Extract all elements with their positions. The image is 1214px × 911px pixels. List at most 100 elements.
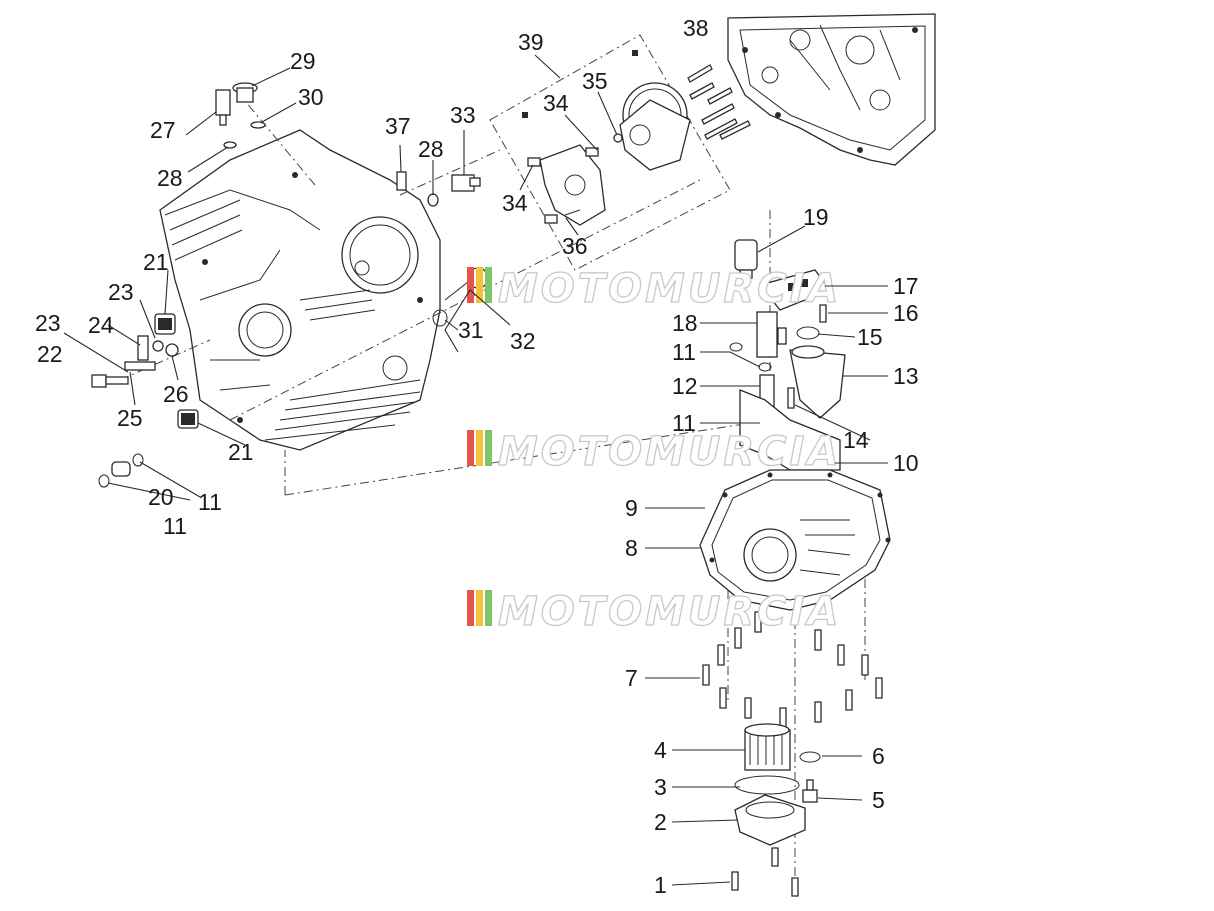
oil-pump-assembly: [522, 50, 691, 226]
washer-6: [799, 751, 821, 763]
callout-33: 33: [450, 102, 476, 128]
sleeve-20: [111, 461, 131, 477]
bolt-22: [91, 374, 129, 388]
oil-filter-4: [744, 723, 791, 771]
callout-7: 7: [625, 665, 638, 691]
callout-22: 22: [37, 341, 63, 367]
o-ring-3: [734, 775, 800, 795]
callout-8: 8: [625, 535, 638, 561]
callout-5: 5: [872, 787, 885, 813]
callout-6: 6: [872, 743, 885, 769]
callout-11-d: 11: [163, 513, 187, 539]
callout-39: 39: [518, 29, 544, 55]
callout-4: 4: [654, 737, 667, 763]
oil-strainer-13: [789, 345, 846, 419]
callout-1: 1: [654, 872, 667, 898]
watermark-stripe-green: [485, 267, 492, 303]
callout-labels: 1 2 3 4 5 6 7 8 9 10 11 11 11 11 12 13 1…: [35, 15, 919, 898]
watermark-text: MOTOMURCIA: [498, 429, 841, 475]
callout-12: 12: [672, 373, 698, 399]
callout-24: 24: [88, 312, 114, 338]
callout-2: 2: [654, 809, 667, 835]
callout-20: 20: [148, 484, 174, 510]
callout-36: 36: [562, 233, 588, 259]
watermark-stripe-yellow: [476, 267, 483, 303]
callout-13: 13: [893, 363, 919, 389]
o-ring-11-left-a: [98, 474, 110, 488]
callout-35: 35: [582, 68, 608, 94]
crankcase-left: [159, 129, 441, 451]
bolt-1b: [771, 847, 779, 867]
bolt-14: [787, 387, 795, 409]
watermark-stripe-red: [467, 267, 474, 303]
callout-17: 17: [893, 273, 919, 299]
o-ring-15: [796, 326, 820, 340]
callout-28-b: 28: [418, 136, 444, 162]
drain-plug-5: [802, 779, 818, 803]
watermark-text: MOTOMURCIA: [498, 266, 841, 312]
watermark-text: MOTOMURCIA: [498, 589, 841, 635]
washer-28-right: [427, 193, 439, 207]
callout-38: 38: [683, 15, 709, 41]
valve-body-18: [756, 311, 787, 358]
watermark-1: MOTOMURCIA: [467, 265, 841, 313]
bolt-16: [819, 304, 827, 323]
callout-10: 10: [893, 450, 919, 476]
callout-25: 25: [117, 405, 143, 431]
bolt-1c: [791, 877, 799, 897]
callout-32: 32: [510, 328, 536, 354]
callout-29: 29: [290, 48, 316, 74]
fitting-24: [124, 335, 156, 371]
watermark-stripe-yellow: [476, 430, 483, 466]
callout-11-b: 11: [672, 410, 696, 436]
watermark-stripe-red: [467, 430, 474, 466]
callout-21-b: 21: [228, 439, 254, 465]
cap-29: [232, 82, 258, 103]
o-ring-11-right-a: [729, 342, 743, 352]
watermark-stripe-yellow: [476, 590, 483, 626]
callout-37: 37: [385, 113, 411, 139]
filter-cover-2: [734, 794, 806, 846]
watermark-stripe-green: [485, 590, 492, 626]
callout-9: 9: [625, 495, 638, 521]
callout-34-a: 34: [543, 90, 569, 116]
bolt-1: [731, 871, 739, 891]
washer-28-left: [223, 141, 237, 149]
sensor-33: [451, 174, 481, 192]
watermark-stripe-green: [485, 430, 492, 466]
watermark-2: MOTOMURCIA: [467, 428, 841, 476]
sensor-27: [215, 89, 231, 126]
bolts-38: [687, 64, 751, 140]
o-ring-11-left-b: [132, 453, 144, 467]
crankcase-half-top-right: [727, 13, 936, 166]
callout-31: 31: [458, 317, 484, 343]
washer-23: [152, 340, 164, 352]
o-ring-31: [432, 309, 448, 327]
washer-26: [165, 343, 179, 357]
callout-23-b: 23: [35, 310, 61, 336]
callout-11-c: 11: [198, 489, 222, 515]
oil-pan-8: [699, 469, 891, 611]
callout-18: 18: [672, 310, 698, 336]
watermark-stripe-red: [467, 590, 474, 626]
pressure-valve-19: [734, 239, 758, 279]
callout-34-b: 34: [502, 190, 528, 216]
callout-30: 30: [298, 84, 324, 110]
callout-16: 16: [893, 300, 919, 326]
callout-28-a: 28: [157, 165, 183, 191]
baffle-10: [739, 389, 841, 471]
callout-27: 27: [150, 117, 176, 143]
bolts-7: [702, 611, 883, 729]
callout-21-a: 21: [143, 249, 169, 275]
callout-14: 14: [843, 427, 869, 453]
callout-26: 26: [163, 381, 189, 407]
callout-3: 3: [654, 774, 667, 800]
watermark-3: MOTOMURCIA: [467, 588, 841, 636]
callout-19: 19: [803, 204, 829, 230]
callout-15: 15: [857, 324, 883, 350]
callout-11-a: 11: [672, 339, 696, 365]
callout-23-a: 23: [108, 279, 134, 305]
cover-17: [758, 269, 832, 311]
plug-37: [396, 171, 407, 191]
